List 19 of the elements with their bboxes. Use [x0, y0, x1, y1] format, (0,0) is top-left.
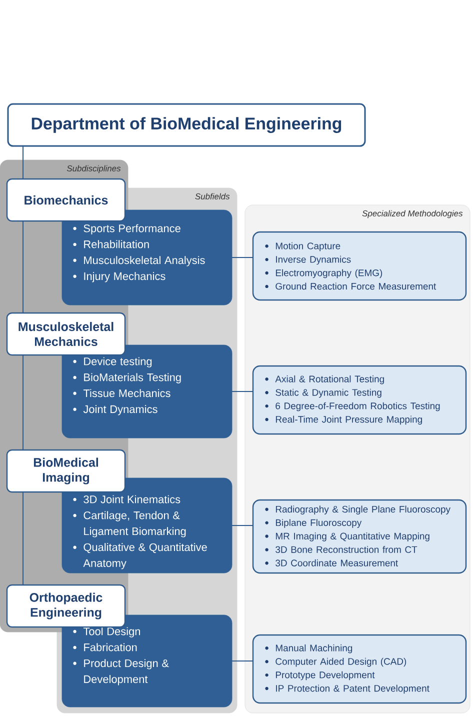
subfield-box: Sports Performance Rehabilitation Musculoskeletal Analysis Injury Mechanics: [62, 210, 232, 306]
connector-line: [232, 660, 254, 662]
title-box: Biomechanics: [6, 178, 126, 222]
title-box: Musculoskeletal Mechanics: [6, 312, 126, 356]
connector-line: [22, 492, 24, 586]
connector-line: [22, 354, 24, 450]
connector-line: [232, 257, 254, 258]
subfield-box: Device testing BioMaterials Testing Tissue Mechanics Joint Dynamics: [62, 344, 232, 438]
title-box: BioMedical Imaging: [6, 449, 126, 493]
connector-line: [22, 220, 24, 314]
methodology-box: Radiography & Single Plane Fluoroscopy Biplane Fluoroscopy MR Imaging & Quantitative Mapping 3D Bone Reconstruction from CT 3D Coordinate Measurement: [252, 499, 467, 574]
connector-line: [232, 525, 254, 526]
methodology-box: Axial & Rotational Testing Static & Dynamic Testing 6 Degree-of-Freedom Robotics Testing Real-Time Joint Pressure Mapping: [252, 365, 467, 435]
methodology-box: Motion Capture Inverse Dynamics Electromyography (EMG) Ground Reaction Force Measurement: [252, 231, 467, 301]
title-box: Orthopaedic Engineering: [6, 584, 126, 628]
connector-line: [232, 391, 254, 392]
connector-line: [22, 146, 24, 180]
header-box: Department of BioMedical Engineering: [7, 103, 366, 147]
methodology-box: Manual Machining Computer Aided Design (CAD) Prototype Development IP Protection & Patent Development: [252, 634, 467, 704]
